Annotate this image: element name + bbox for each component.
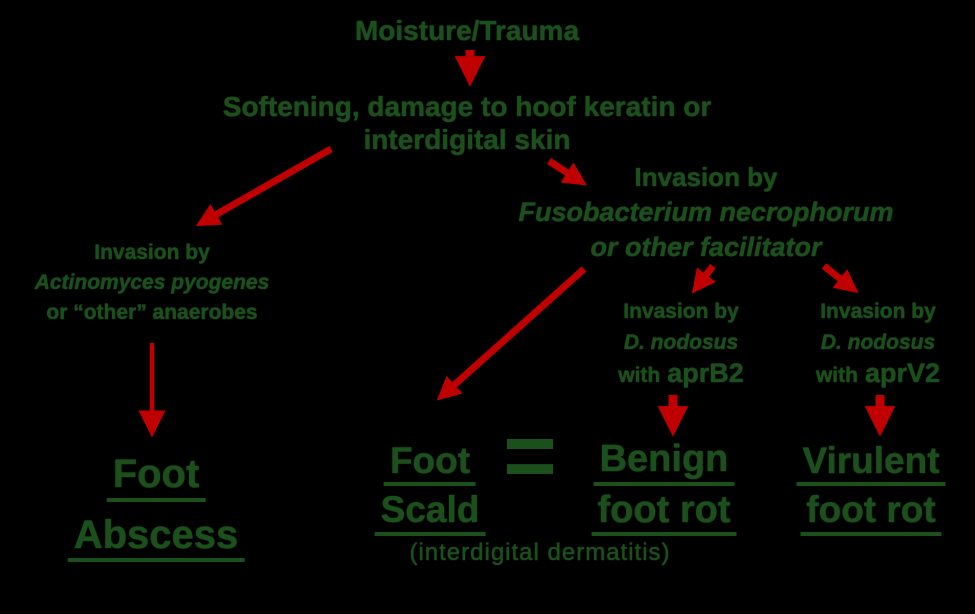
moisture-trauma-label: Moisture/Trauma [354,15,580,46]
arrow-softening-to-actinomyces [195,145,333,227]
d-nodosus-species-name: D. nodosus [623,331,739,354]
node-virulent-foot-rot: Virulent foot rot [796,440,946,539]
arrow-fusobacterium-to-aprv2 [821,263,859,294]
actinomyces-species-name: Actinomyces pyogenes [34,271,270,294]
d-nodosus-species-name: D. nodosus [820,331,936,354]
node-invasion-fusobacterium: Invasion by Fusobacterium necrophorum or… [518,162,894,262]
node-moisture-trauma: Moisture/Trauma [355,15,579,47]
node-invasion-actinomyces: Invasion by Actinomyces pyogenes or “oth… [34,241,270,324]
gene-aprb2: aprB2 [667,358,744,388]
gene-aprv2: aprV2 [864,358,941,388]
arrow-fusobacterium-to-aprb2 [691,263,716,294]
arrow-softening-to-fusobacterium [547,158,587,186]
interdigital-dermatitis-note: (interdigital dermatitis) [409,539,671,566]
node-foot-scald: Foot Scald [374,440,486,539]
arrow-fusobacterium-to-foot-scald [436,266,587,401]
node-foot-abscess: Foot Abscess [67,452,245,573]
equals-sign: = [503,405,557,507]
node-benign-foot-rot: Benign foot rot [591,438,737,539]
node-softening-damage: Softening, damage to hoof keratin or int… [222,91,712,155]
fusobacterium-species-name: Fusobacterium necrophorum [518,197,894,227]
